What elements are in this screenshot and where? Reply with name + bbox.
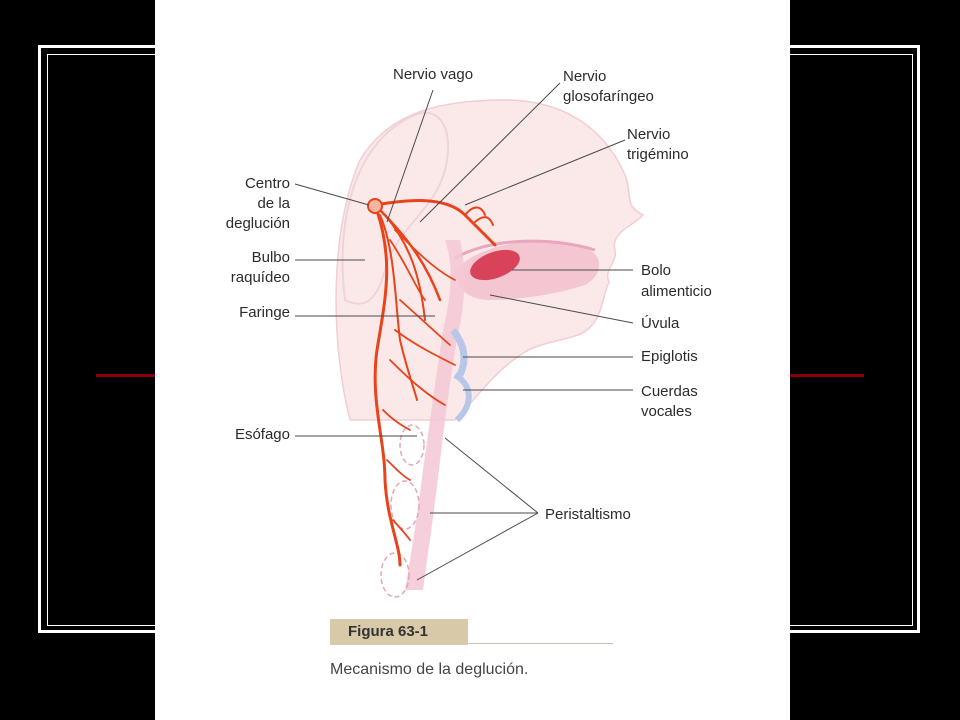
- figure-number-tag: Figura 63-1: [330, 619, 468, 645]
- label-peristaltismo: Peristaltismo: [545, 506, 631, 523]
- accent-line-left: [96, 374, 156, 377]
- label-uvula: Úvula: [641, 315, 680, 332]
- palate-line: [454, 239, 596, 260]
- label-centro-2: de la: [257, 195, 290, 212]
- figure-number: Figura 63-1: [348, 623, 429, 640]
- label-epiglotis: Epiglotis: [641, 348, 698, 365]
- label-esofago: Esófago: [234, 426, 290, 443]
- label-nervio-glosofaringeo-1: Nervio: [563, 68, 607, 85]
- figure-panel: Nervio vago Nervio glosofaríngeo Nervio …: [155, 0, 790, 720]
- figure-caption: Mecanismo de la deglución.: [330, 661, 529, 678]
- label-bolo-2: alimenticio: [641, 283, 712, 300]
- label-centro-3: deglución: [225, 215, 290, 232]
- brain-outline: [341, 112, 450, 305]
- bulge-3: [380, 552, 410, 598]
- label-faringe: Faringe: [239, 304, 290, 321]
- swallowing-diagram: [294, 82, 645, 598]
- label-bolo-1: Bolo: [641, 262, 672, 279]
- nerve-network: [373, 199, 497, 567]
- label-nervio-trigemino-2: trigémino: [627, 146, 689, 163]
- label-bulbo-1: Bulbo: [251, 249, 290, 266]
- pharynx-tube: [405, 240, 465, 590]
- label-nervio-vago: Nervio vago: [393, 66, 474, 83]
- leader-lines: [294, 82, 634, 581]
- figure-rule: [468, 643, 613, 644]
- food-bolus: [470, 249, 520, 281]
- label-cuerdas-1: Cuerdas: [641, 383, 698, 400]
- label-centro-1: Centro: [244, 175, 290, 192]
- swallowing-center: [367, 198, 383, 214]
- label-nervio-glosofaringeo-2: glosofaríngeo: [563, 88, 654, 105]
- vocal-cords-shape: [453, 372, 472, 423]
- accent-line-right: [790, 374, 864, 377]
- label-bulbo-2: raquídeo: [230, 269, 290, 286]
- label-cuerdas-2: vocales: [641, 403, 692, 420]
- label-nervio-trigemino-1: Nervio: [627, 126, 671, 143]
- epiglottis-shape: [450, 327, 468, 377]
- bulge-1: [399, 424, 425, 466]
- bulge-2: [390, 480, 420, 530]
